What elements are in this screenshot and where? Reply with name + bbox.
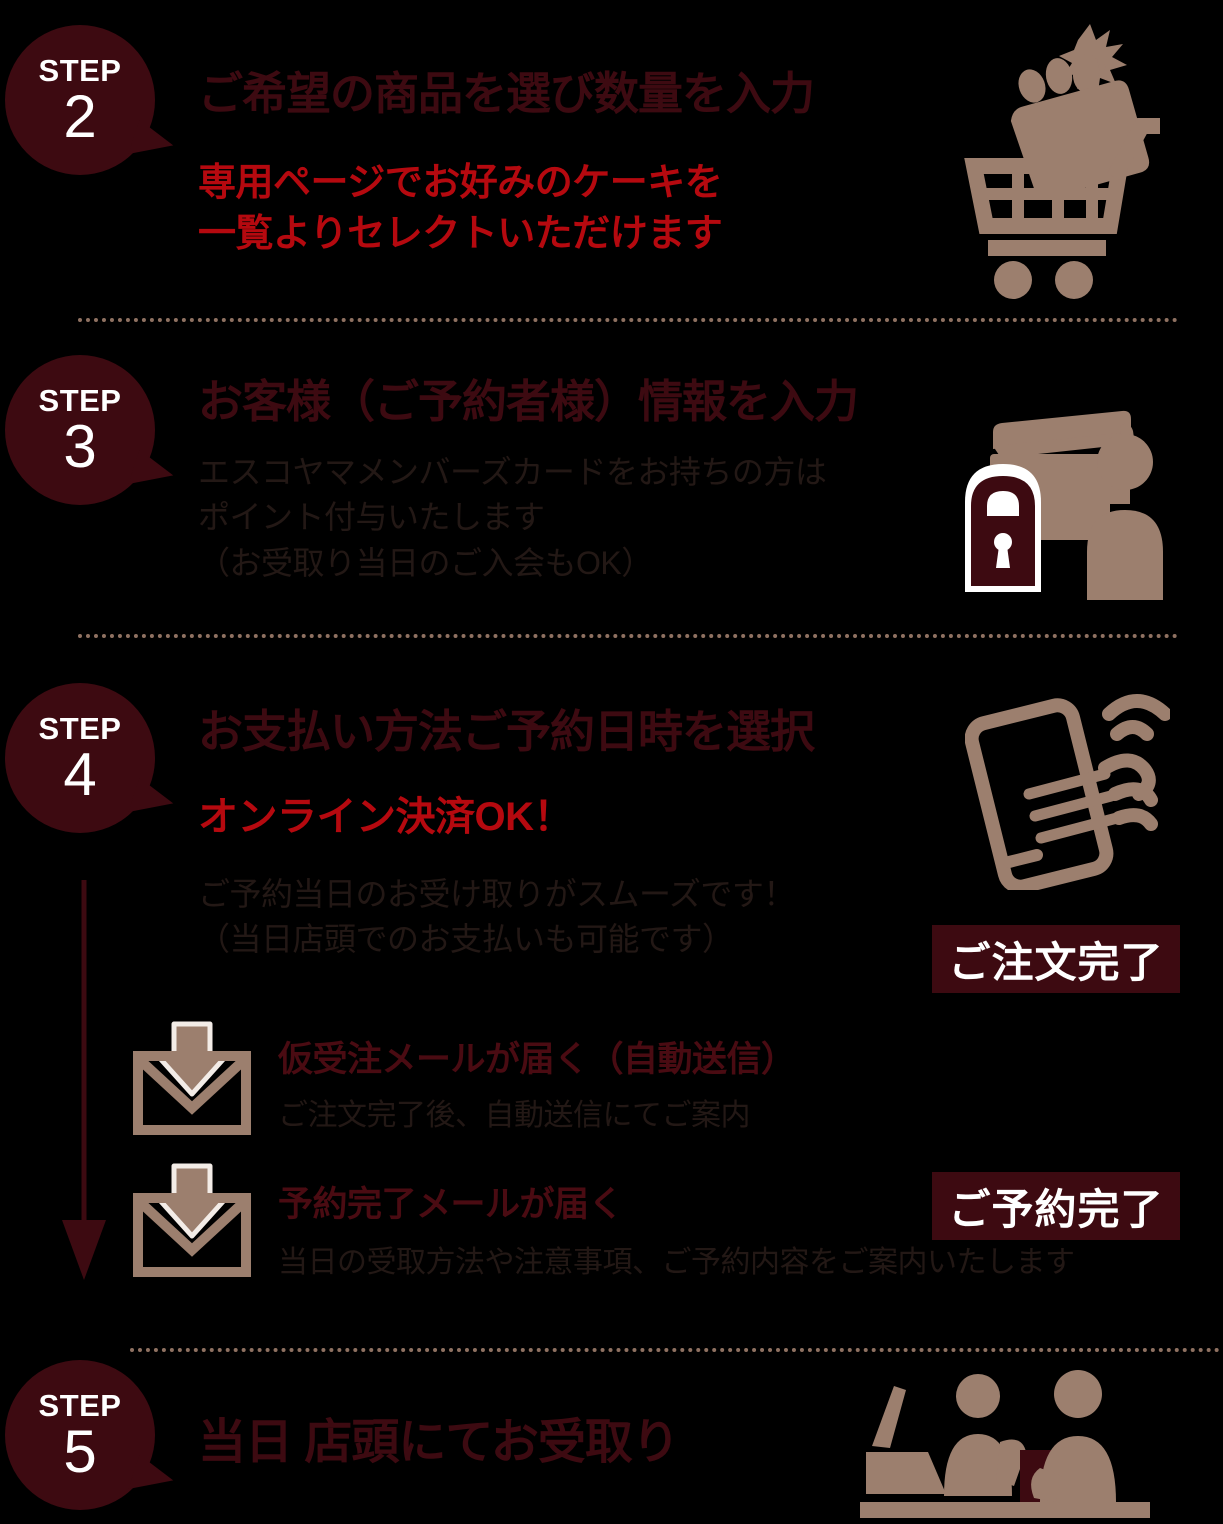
divider-step3-step4 (78, 634, 1178, 638)
step-badge-2: STEP 2 (5, 25, 178, 175)
step-5-heading: 当日 店頭にてお受取り (198, 1416, 680, 1469)
speech-tail-icon (128, 119, 178, 167)
step-number-2: 2 (63, 83, 97, 150)
step-2-subtext: 専用ページでお好みのケーキを 一覧よりセレクトいただけます (198, 162, 723, 256)
step-number-3: 3 (63, 413, 97, 480)
step-3-body: エスコヤマメンバーズカードをお持ちの方は ポイント付与いたします （お受取り当日… (198, 454, 827, 581)
mail-download-icon (130, 1020, 254, 1136)
step-4-heading: お支払い方法ご予約日時を選択 (198, 706, 815, 757)
step-4-body: ご予約当日のお受け取りがスムーズです！ （当日店頭でのお支払いも可能です） (198, 876, 795, 958)
mail-2-title: 予約完了メールが届く (278, 1185, 624, 1224)
shopping-cart-with-cake-icon (960, 18, 1172, 308)
speech-tail-icon (128, 777, 178, 825)
step-label-4: STEP (38, 711, 122, 746)
store-counter-pickup-icon (860, 1368, 1150, 1520)
step-number-5: 5 (63, 1418, 97, 1485)
step-label-5: STEP (38, 1388, 122, 1423)
step-badge-5: STEP 5 (5, 1360, 178, 1510)
step-badge-4: STEP 4 (5, 683, 178, 833)
divider-step4-step5 (130, 1348, 1220, 1352)
mail-1-subtext: ご注文完了後、自動送信にてご案内 (278, 1099, 751, 1132)
reservation-complete-badge: ご予約完了 (932, 1172, 1180, 1240)
step-4-subtext: オンライン決済OK！ (198, 795, 574, 839)
divider-step2-step3 (78, 318, 1178, 322)
step-3-heading: お客様（ご予約者様）情報を入力 (198, 376, 859, 427)
mail-1-title: 仮受注メールが届く（自動送信） (278, 1040, 796, 1079)
step-2-heading: ご希望の商品を選び数量を入力 (198, 68, 815, 119)
flow-arrow-down-icon (58, 880, 118, 1280)
mail-2-subtext: 当日の受取方法や注意事項、ご予約内容をご案内いたします (278, 1246, 1075, 1279)
speech-tail-icon (128, 1454, 178, 1502)
mobile-contactless-payment-icon (964, 690, 1172, 894)
step-badge-3: STEP 3 (5, 355, 178, 505)
mail-download-icon (130, 1162, 254, 1278)
order-complete-badge: ご注文完了 (932, 925, 1180, 993)
step-number-4: 4 (63, 741, 97, 808)
step-label-3: STEP (38, 383, 122, 418)
member-card-lock-person-icon (965, 410, 1180, 600)
step-label-2: STEP (38, 53, 122, 88)
speech-tail-icon (128, 449, 178, 497)
